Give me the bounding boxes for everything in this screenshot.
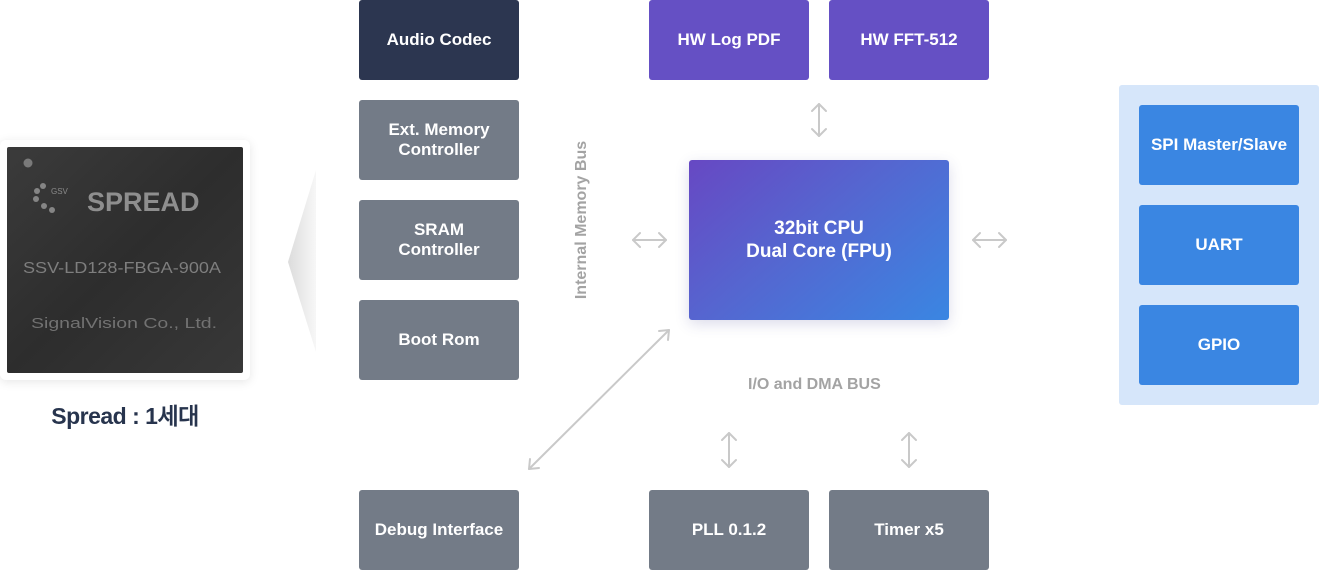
arrow-iobus-timer — [901, 432, 917, 468]
chip-caption: Spread : 1세대 — [51, 403, 199, 429]
arrow-iobus-pll — [721, 432, 737, 468]
chip-illustration: GSV SPREAD SSV-LD128-FBGA-900A SignalVis… — [7, 147, 243, 373]
hw-fft-block: HW FFT-512 — [829, 0, 989, 80]
arrow-cpu-accelerators — [811, 103, 827, 137]
debug-interface-block: Debug Interface — [359, 490, 519, 570]
spi-block: SPI Master/Slave — [1139, 105, 1299, 185]
gpio-block: GPIO — [1139, 305, 1299, 385]
arrow-membus-cpu — [632, 232, 667, 248]
boot-rom-label: Boot Rom — [398, 330, 480, 349]
cpu-block: 32bit CPU Dual Core (FPU) — [689, 160, 949, 320]
io-dma-bus-label: I/O and DMA BUS — [748, 376, 881, 393]
ext-memory-label-line1: Ext. Memory — [388, 120, 490, 139]
chip-brand-marking: SPREAD — [87, 187, 200, 217]
spi-label: SPI Master/Slave — [1150, 135, 1288, 154]
sram-label-line1: SRAM — [413, 220, 465, 239]
timer-label: Timer x5 — [874, 520, 944, 539]
hw-log-pdf-block: HW Log PDF — [649, 0, 809, 80]
chip-photo-card: GSV SPREAD SSV-LD128-FBGA-900A SignalVis… — [0, 140, 250, 380]
debug-interface-label: Debug Interface — [374, 520, 504, 539]
audio-codec-label: Audio Codec — [386, 30, 492, 49]
chip-part-marking: SSV-LD128-FBGA-900A — [23, 260, 221, 277]
sram-label-line2: Controller — [398, 240, 480, 259]
pll-label: PLL 0.1.2 — [691, 520, 767, 539]
hw-log-pdf-label: HW Log PDF — [677, 30, 781, 49]
chip-logo-icon — [33, 183, 55, 213]
boot-rom-block: Boot Rom — [359, 300, 519, 380]
pin1-dot — [23, 158, 33, 168]
ext-memory-controller-block: Ext. Memory Controller — [359, 100, 519, 180]
ext-memory-label-line2: Controller — [398, 140, 480, 159]
internal-memory-bus-label: Internal Memory Bus — [573, 140, 590, 300]
arrow-cpu-peripherals — [972, 232, 1007, 248]
uart-label: UART — [1195, 235, 1243, 254]
sram-controller-block: SRAM Controller — [359, 200, 519, 280]
arrow-cpu-debug — [528, 329, 670, 470]
cpu-label-line2: Dual Core (FPU) — [746, 241, 892, 262]
callout-wedge — [288, 170, 316, 352]
chip-photo: GSV SPREAD SSV-LD128-FBGA-900A SignalVis… — [7, 147, 243, 373]
chip-logo-text: GSV — [51, 187, 69, 196]
pll-block: PLL 0.1.2 — [649, 490, 809, 570]
chip-maker-marking: SignalVision Co., Ltd. — [31, 315, 217, 332]
audio-codec-block: Audio Codec — [359, 0, 519, 80]
cpu-label-line1: 32bit CPU — [774, 218, 864, 239]
timer-block: Timer x5 — [829, 490, 989, 570]
uart-block: UART — [1139, 205, 1299, 285]
hw-fft-label: HW FFT-512 — [860, 30, 958, 49]
gpio-label: GPIO — [1197, 335, 1241, 354]
